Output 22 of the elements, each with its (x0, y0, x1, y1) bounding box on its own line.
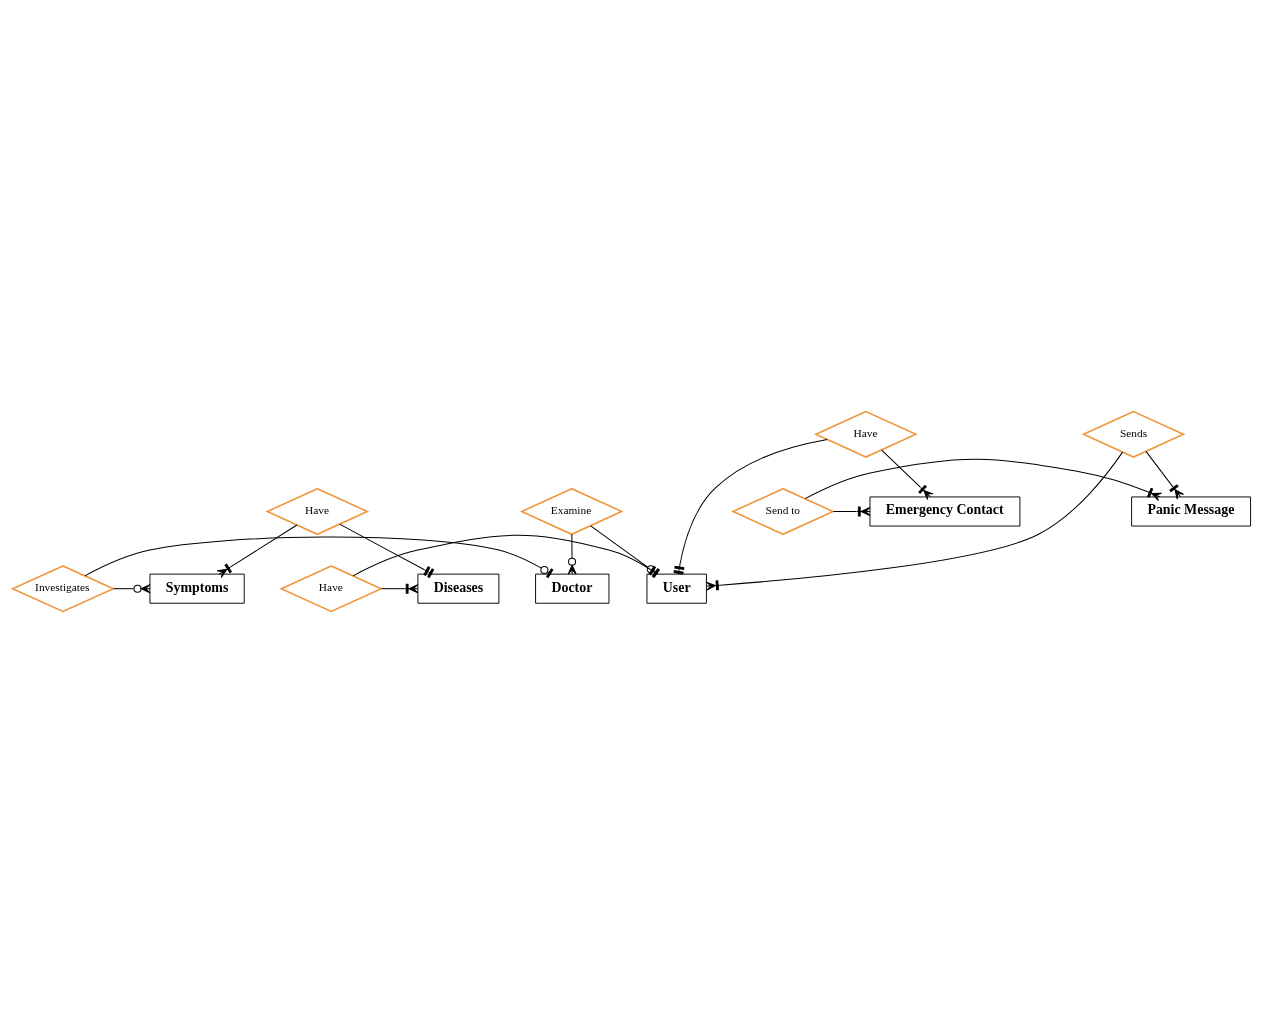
node-diamond: Sends (1081, 410, 1186, 458)
connector (832, 506, 871, 517)
connector (380, 583, 419, 594)
connector (84, 536, 554, 579)
node-box: Panic Message (1131, 496, 1252, 527)
connector (881, 449, 934, 501)
node-box: Symptoms (149, 573, 245, 604)
node-diamond: Have (813, 410, 918, 458)
connector (567, 533, 577, 575)
node-diamond: Examine (519, 487, 624, 536)
connector (804, 458, 1162, 502)
connector (216, 524, 298, 578)
node-diamond: Investigates (10, 565, 116, 613)
connector (1145, 450, 1185, 500)
node-diamond: Have (279, 565, 384, 613)
connector (113, 584, 151, 594)
connector (705, 451, 1124, 591)
node-diamond: Send to (731, 487, 835, 536)
node-box: Emergency Contact (869, 496, 1021, 527)
connector (673, 439, 828, 575)
node-diamond: Have (265, 487, 370, 536)
connector (339, 523, 435, 579)
